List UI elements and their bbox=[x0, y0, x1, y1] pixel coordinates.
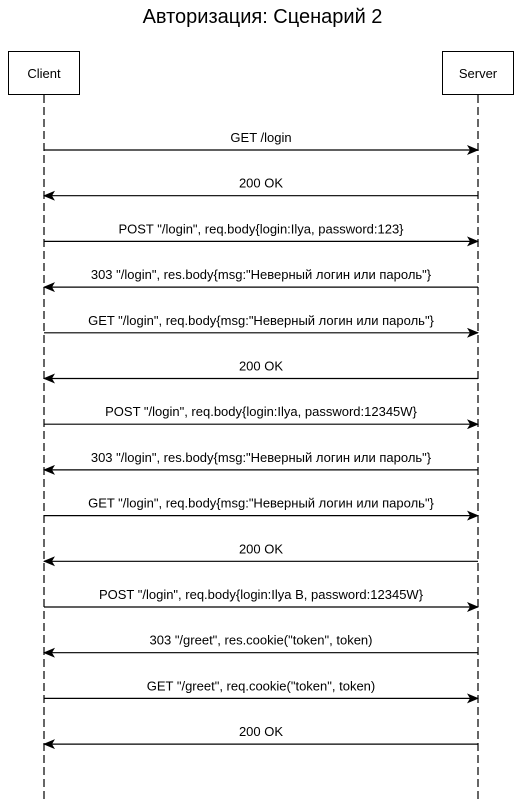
server-label: Server bbox=[458, 65, 498, 81]
message-label: POST "/login", req.body{login:Ilya B, pa… bbox=[99, 587, 424, 602]
message-label: 303 "/login", res.body{msg:"Неверный лог… bbox=[91, 450, 432, 465]
message-label: GET "/login", req.body{msg:"Неверный лог… bbox=[88, 313, 434, 328]
message-label: 303 "/greet", res.cookie("token", token) bbox=[150, 633, 373, 648]
message-label: GET "/greet", req.cookie("token", token) bbox=[147, 678, 376, 693]
message-label: 200 OK bbox=[239, 724, 283, 739]
message-label: GET /login bbox=[230, 130, 291, 145]
message-label: POST "/login", req.body{login:Ilya, pass… bbox=[118, 221, 404, 236]
client-participant: Client bbox=[8, 51, 80, 95]
message-label: POST "/login", req.body{login:Ilya, pass… bbox=[105, 404, 417, 419]
server-participant: Server bbox=[442, 51, 514, 95]
message-label: 303 "/login", res.body{msg:"Неверный лог… bbox=[91, 267, 432, 282]
diagram-title: Авторизация: Сценарий 2 bbox=[142, 6, 383, 28]
message-label: GET "/login", req.body{msg:"Неверный лог… bbox=[88, 496, 434, 511]
message-label: 200 OK bbox=[239, 176, 283, 191]
message-label: 200 OK bbox=[239, 359, 283, 374]
client-label: Client bbox=[27, 65, 61, 81]
message-label: 200 OK bbox=[239, 541, 283, 556]
